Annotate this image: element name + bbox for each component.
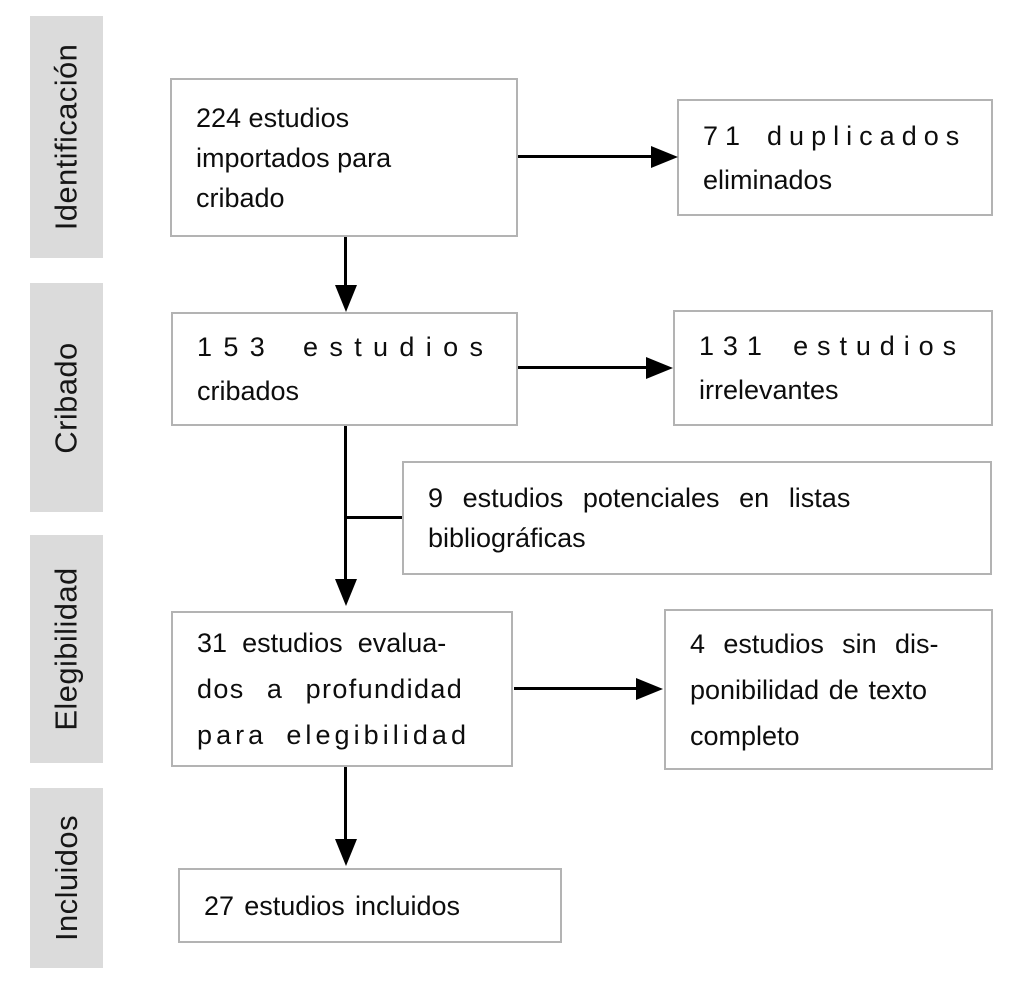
box-assessed-eligibility: 31 estudios evalua- dos a profundidad pa… <box>171 611 513 767</box>
box-no-fulltext: 4 estudios sin dis- ponibilidad de texto… <box>664 609 993 770</box>
box-included-studies: 27 estudios incluidos <box>178 868 562 943</box>
arrow-screened-to-assessed-line <box>344 426 347 580</box>
box-line: 27 estudios incluidos <box>204 890 461 921</box>
box-line: importados para <box>196 142 392 173</box>
arrow-down-icon <box>335 285 357 312</box>
box-line: eliminados <box>703 164 833 195</box>
box-line: 31 estudios evalua- <box>197 628 447 658</box>
box-line: cribado <box>196 182 285 213</box>
box-line: bibliográficas <box>428 523 586 553</box>
box-line: dos a profundidad <box>197 674 464 704</box>
arrow-right-icon <box>636 678 663 700</box>
box-studies-screened: 153 estudios cribados <box>171 312 518 426</box>
arrow-imported-to-screened-line <box>344 237 347 287</box>
box-line: 4 estudios sin dis- <box>690 628 939 659</box>
arrow-right-icon <box>646 357 673 379</box>
box-line: 9 estudios potenciales en listas <box>428 483 851 513</box>
box-imported-studies: 224 estudios importados para cribado <box>170 78 518 237</box>
arrow-right-icon <box>651 146 678 168</box>
box-line: 71 duplicados <box>703 120 967 151</box>
stage-incluidos: Incluidos <box>30 788 103 968</box>
stage-label: Elegibilidad <box>48 567 84 731</box>
box-potential-reference-studies: 9 estudios potenciales en listas bibliog… <box>402 461 992 575</box>
stage-label: Identificación <box>48 43 84 231</box>
stage-label: Cribado <box>48 341 84 454</box>
box-line: irrelevantes <box>699 375 839 405</box>
box-duplicates-removed: 71 duplicados eliminados <box>677 99 993 216</box>
box-irrelevant-studies: 131 estudios irrelevantes <box>673 310 993 426</box>
box-line: cribados <box>197 376 300 406</box>
box-line: 131 estudios <box>699 331 965 361</box>
stage-elegibilidad: Elegibilidad <box>30 535 103 763</box>
arrow-down-icon <box>335 579 357 606</box>
connector-potential-branch-line <box>345 516 402 519</box>
arrow-assessed-to-nofulltext-line <box>514 687 638 690</box>
arrow-down-icon <box>335 839 357 866</box>
box-line: completo <box>690 720 800 751</box>
box-line: 153 estudios <box>197 332 495 362</box>
box-line: ponibilidad de texto <box>690 674 927 705</box>
stage-identificacion: Identificación <box>30 16 103 258</box>
arrow-imported-to-duplicates-line <box>518 155 651 158</box>
arrow-assessed-to-included-line <box>344 767 347 840</box>
stage-label: Incluidos <box>48 815 84 941</box>
box-line: para elegibilidad <box>197 720 471 750</box>
box-line: 224 estudios <box>196 102 350 133</box>
arrow-screened-to-irrelevant-line <box>518 366 646 369</box>
stage-cribado: Cribado <box>30 283 103 512</box>
